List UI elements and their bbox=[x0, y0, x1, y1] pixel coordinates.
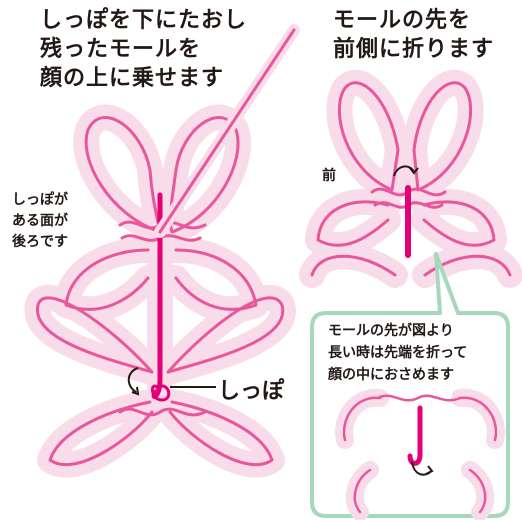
c-left-loop-wire bbox=[342, 396, 382, 442]
left-figure bbox=[24, 24, 300, 478]
callout bbox=[310, 252, 510, 520]
r-left-loop-halo bbox=[305, 188, 401, 259]
r-left-arm-wire bbox=[310, 254, 397, 277]
r-left-loop-wire bbox=[316, 200, 390, 247]
front-label: 前 bbox=[322, 168, 336, 184]
c-fold-arrowhead bbox=[425, 465, 434, 475]
left-mid-loop-wire bbox=[64, 248, 150, 311]
callout-bubble bbox=[310, 252, 510, 518]
right-arm-wire bbox=[166, 296, 285, 374]
right-leg-wire bbox=[168, 400, 274, 467]
fold-arrow-left bbox=[127, 367, 139, 393]
r-right-loop-wire bbox=[422, 200, 496, 247]
left-leg-wire bbox=[48, 400, 154, 467]
instruction-step-left: しっぽを下にたおし 残ったモールを 顔の上に乗せます bbox=[40, 8, 248, 91]
left-ear-wire bbox=[84, 116, 162, 234]
back-side-note: しっぽが ある面が 後ろです bbox=[12, 192, 68, 250]
tail-label: しっぽ bbox=[218, 379, 285, 404]
c-right-loop-wire bbox=[458, 396, 498, 442]
r-left-ear-wire bbox=[337, 81, 400, 192]
r-right-ear-wire bbox=[412, 81, 473, 192]
right-ear-wire bbox=[168, 116, 240, 234]
twist-lower bbox=[118, 407, 207, 417]
leftover-wire bbox=[158, 28, 296, 234]
c-folded-tip bbox=[407, 405, 423, 466]
r-fold-arrowhead bbox=[409, 167, 419, 175]
right-mid-loop-wire bbox=[174, 248, 258, 311]
instruction-step-right: モールの先を 前側に折ります bbox=[333, 8, 495, 62]
tail-curl bbox=[151, 384, 171, 402]
left-arm-wire bbox=[36, 296, 154, 374]
c-twist bbox=[376, 394, 462, 402]
fold-arrowhead-left bbox=[131, 386, 140, 396]
long-tip-note: モールの先が図より 長い時は先端を折って 顔の中におさめます bbox=[328, 323, 468, 383]
right-figure bbox=[299, 69, 522, 288]
c-right-arm-wire bbox=[468, 468, 487, 514]
c-left-arm-wire bbox=[353, 468, 372, 514]
